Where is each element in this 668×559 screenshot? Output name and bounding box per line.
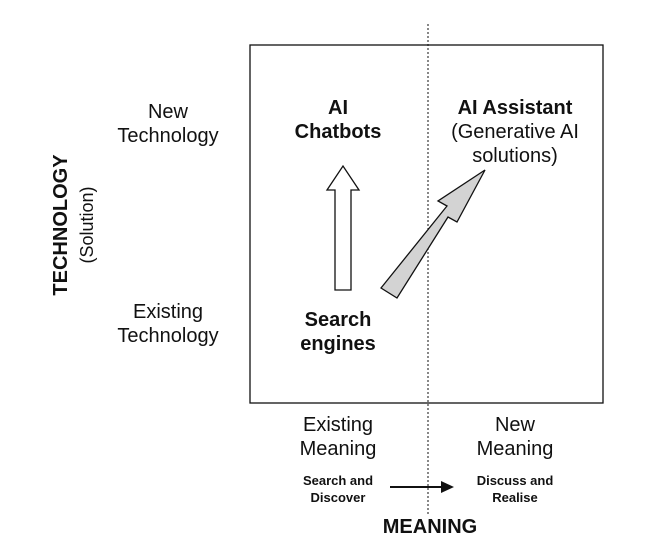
y-axis-subtitle: (Solution) (77, 186, 97, 264)
meaning-shift-arrow-head (441, 481, 454, 493)
y-axis-title-text: TECHNOLOGY (50, 154, 72, 296)
x-label-new-line1: New (494, 414, 535, 436)
upward-arrow (325, 164, 361, 291)
y-label-existing-line2: Technology (117, 325, 219, 347)
quadrant-search-engines: Search engines (268, 308, 408, 356)
x-label-existing-line1: Existing (302, 414, 374, 436)
x-label-existing-meaning: Existing Meaning (268, 413, 408, 461)
discuss-realise-line1: Discuss and (476, 473, 554, 488)
x-sub-discuss-realise: Discuss and Realise (455, 472, 575, 506)
x-axis-title: MEANING (382, 516, 478, 538)
quadrant-ai-chatbots: AI Chatbots (268, 96, 408, 144)
x-label-new-meaning: New Meaning (445, 413, 585, 461)
ai-chatbots-line2: Chatbots (294, 121, 382, 143)
search-engines-line2: engines (300, 333, 376, 355)
search-discover-line2: Discover (310, 490, 366, 505)
ai-assistant-desc-line2: solutions) (472, 145, 558, 167)
diagonal-arrow (380, 169, 486, 299)
matrix-frame (249, 44, 604, 404)
y-label-existing-line1: Existing (132, 301, 204, 323)
ai-assistant-title: AI Assistant (457, 97, 573, 119)
x-label-new-line2: Meaning (476, 438, 554, 460)
discuss-realise-line2: Realise (492, 490, 538, 505)
x-sub-search-discover: Search and Discover (278, 472, 398, 506)
search-engines-line1: Search (304, 309, 372, 331)
y-label-existing-technology: Existing Technology (98, 300, 238, 348)
search-discover-line1: Search and (302, 473, 374, 488)
y-label-new-technology: New Technology (98, 100, 238, 148)
y-label-new-line2: Technology (117, 125, 219, 147)
ai-chatbots-line1: AI (328, 97, 348, 119)
x-label-existing-line2: Meaning (299, 438, 377, 460)
y-label-new-line1: New (147, 101, 188, 123)
quadrant-ai-assistant: AI Assistant (Generative AI solutions) (430, 96, 600, 168)
ai-assistant-desc-line1: (Generative AI (451, 121, 579, 143)
